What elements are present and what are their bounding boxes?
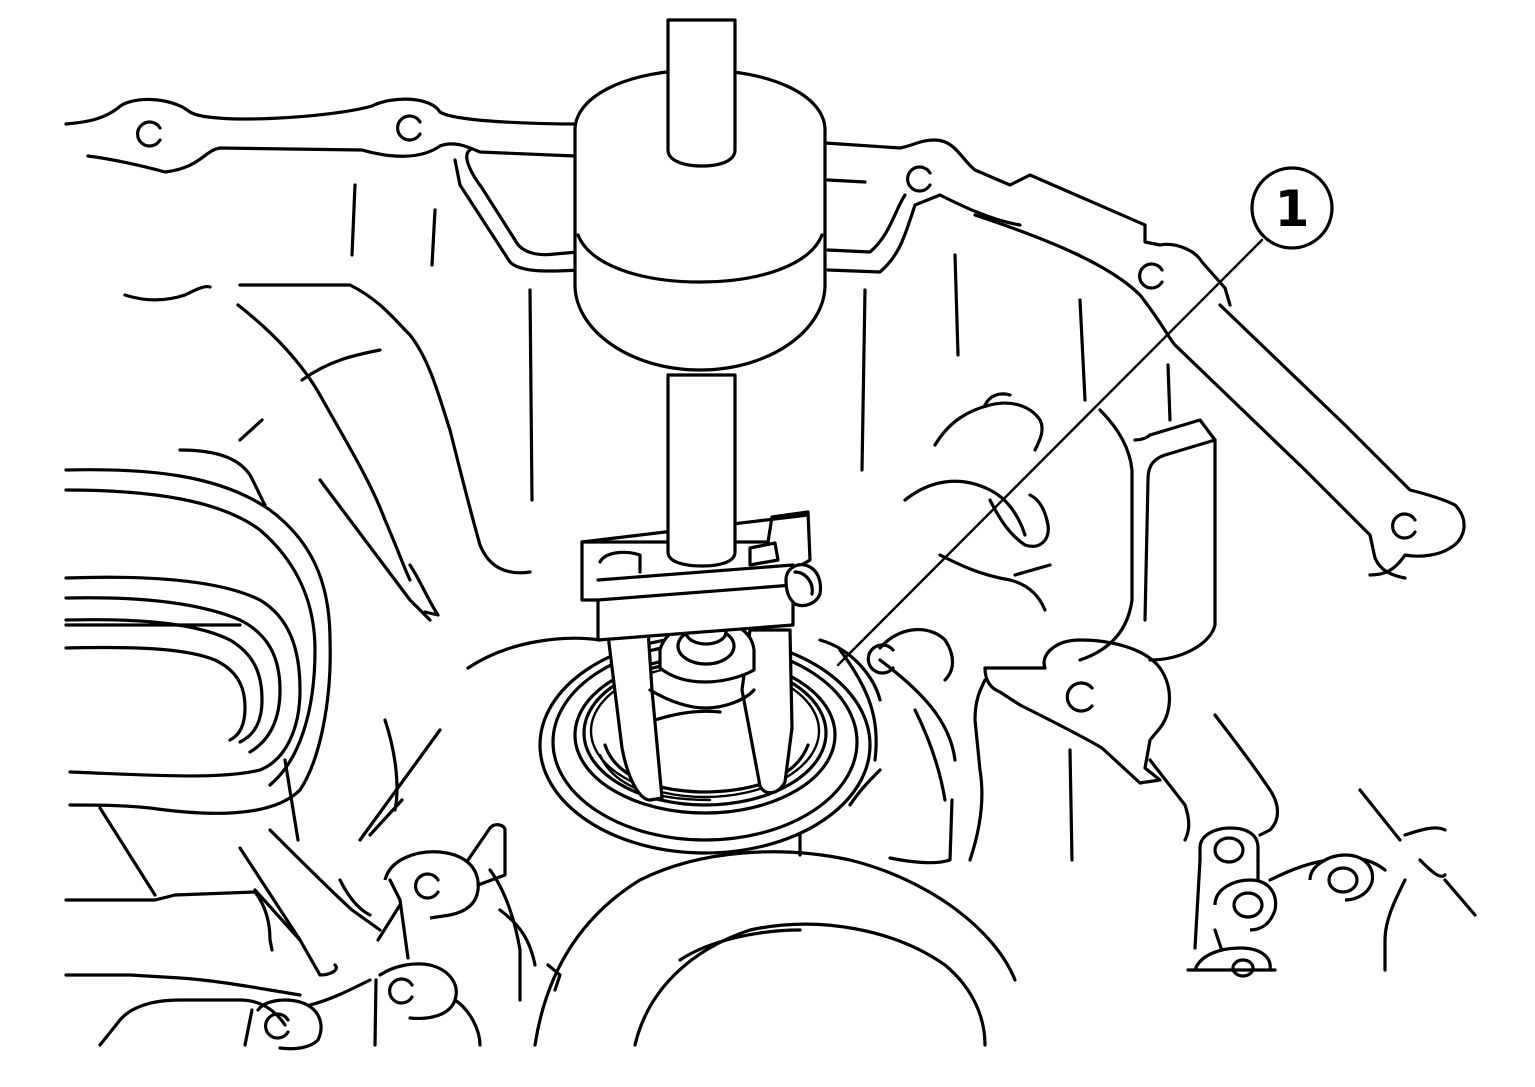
- bolt-hole-7: [1065, 681, 1094, 713]
- callout-1: 1: [836, 166, 1334, 667]
- seal-puller-tool: [573, 18, 827, 802]
- bolt-hole-6: [866, 643, 895, 675]
- bolt-hole-8: [414, 872, 440, 900]
- callout-leader-line: [836, 238, 1264, 667]
- bolt-hole-2: [396, 114, 422, 142]
- bolt-hole-1: [136, 120, 162, 148]
- callout-circle: [1250, 166, 1334, 250]
- bolt-hole-9: [388, 977, 414, 1005]
- callout-number-1: 1: [1275, 180, 1310, 238]
- bolt-hole-3: [906, 165, 932, 193]
- bolt-hole-4: [1138, 262, 1164, 290]
- bolt-hole-10: [264, 1012, 290, 1040]
- front-cover-housing: [64, 97, 1477, 1051]
- bolt-hole-5: [1391, 512, 1417, 540]
